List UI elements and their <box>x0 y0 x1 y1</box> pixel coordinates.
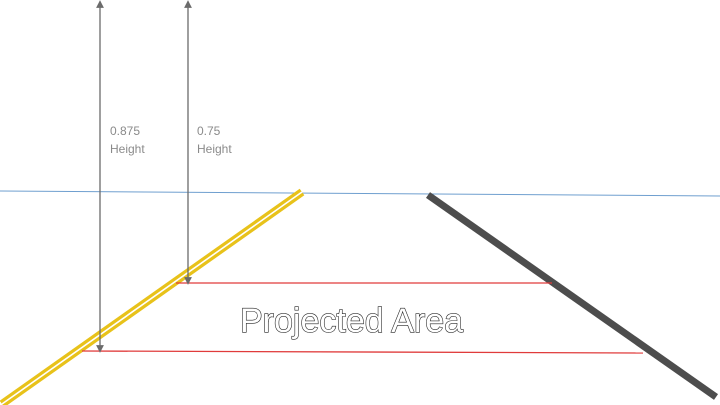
measure-b-value: 0.75 <box>197 124 221 138</box>
horizon-line <box>0 190 720 197</box>
right-rail <box>425 192 719 400</box>
measure-a-value: 0.875 <box>110 124 140 138</box>
projected-area-title: Projected Area <box>240 302 463 340</box>
projection-line-lower <box>81 350 644 354</box>
measure-b-unit: Height <box>197 142 232 156</box>
left-rail <box>0 188 305 405</box>
measure-a-unit: Height <box>110 142 145 156</box>
